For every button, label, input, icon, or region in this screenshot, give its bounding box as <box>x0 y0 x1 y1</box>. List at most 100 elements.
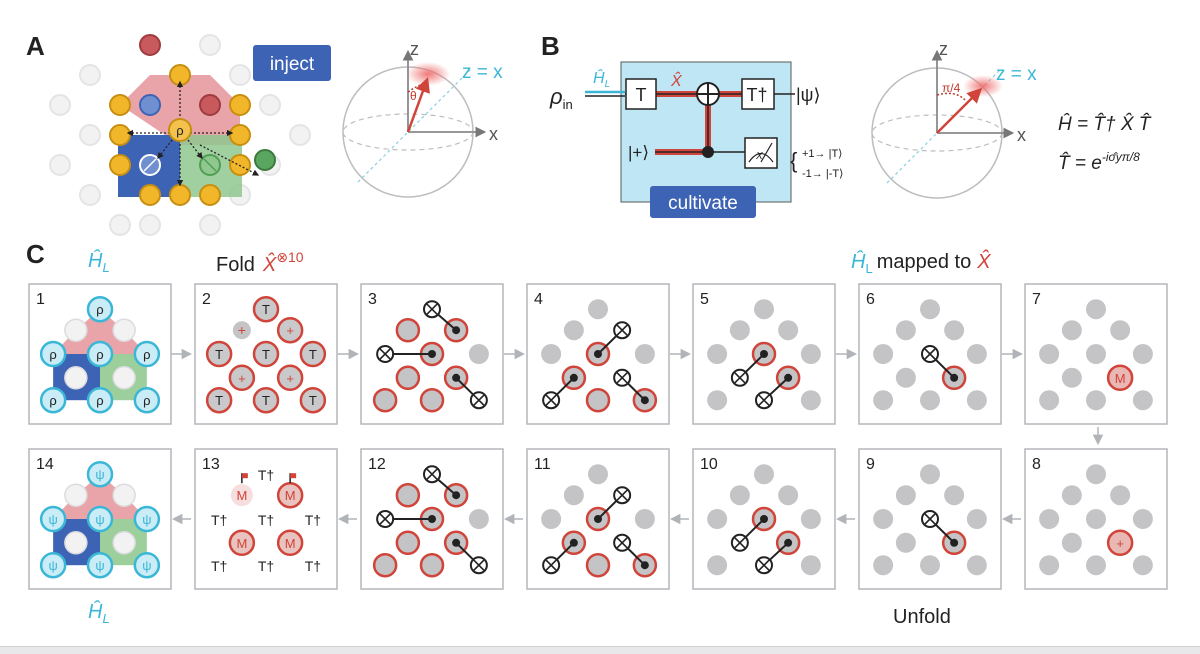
qubit-label: ψ <box>95 512 104 527</box>
cnot-control-dot <box>784 538 793 547</box>
qubit-label: T <box>215 347 223 362</box>
gray-qubit <box>873 509 894 529</box>
red-ancilla-qubit <box>139 34 161 56</box>
center-rho-label: ρ <box>176 123 183 138</box>
outcome-brace: { <box>790 148 797 173</box>
cyan-qubit <box>39 340 67 368</box>
tdag-gate-label: T† <box>746 85 767 105</box>
blue-ancilla-qubit <box>139 94 161 116</box>
gray-qubit <box>895 367 916 388</box>
gray-qubit <box>1110 320 1131 341</box>
equation-t: T̂ = e-iσ̂yπ/8 <box>1058 150 1140 174</box>
step-number: 13 <box>202 456 220 473</box>
meter-arc <box>748 152 774 163</box>
cnot-control-dot <box>594 515 602 523</box>
green-ancilla-qubit <box>254 149 276 171</box>
panel-b: B ρin ĤL T X̂ T† |ψ⟩ |+⟩ X <box>541 31 1152 218</box>
qubit-label: T <box>309 347 317 362</box>
qubit-label: ψ <box>142 558 151 573</box>
gray-qubit <box>754 464 774 485</box>
gray-qubit <box>895 532 916 553</box>
cnot-control <box>702 146 714 158</box>
center-rho-qubit <box>168 118 192 142</box>
ring-qubit <box>252 295 280 323</box>
qubit <box>199 184 221 206</box>
red-ring-qubit <box>585 387 611 413</box>
x-cross <box>426 468 438 480</box>
gray-qubit <box>1039 344 1060 364</box>
x-cross <box>758 559 770 571</box>
cnot-control-dot <box>760 515 768 523</box>
step-frame <box>194 448 338 590</box>
gray-qubit <box>541 509 562 529</box>
qubit-label: ψ <box>142 512 151 527</box>
diag-axis-label: z = x <box>996 64 1037 85</box>
panel-c-label: C <box>26 239 45 269</box>
qubit-label: ρ <box>143 393 150 408</box>
hole <box>112 318 136 342</box>
gray-qubit <box>1132 509 1153 529</box>
x-axis-label: x <box>1017 125 1026 145</box>
z-axis-label: z <box>939 39 948 59</box>
cyan-qubit <box>86 460 114 488</box>
step-box-11: 11 <box>526 448 670 590</box>
state-vector <box>936 87 983 134</box>
x-cross <box>545 559 557 571</box>
tdag-label: T† <box>211 558 227 574</box>
gray-qubit <box>1086 299 1106 320</box>
cyan-qubit <box>86 295 114 323</box>
step-number: 3 <box>368 291 377 308</box>
gray-qubit <box>920 299 940 320</box>
gray-qubit <box>778 485 799 506</box>
red-ring-qubit <box>395 365 421 391</box>
state-glow <box>406 62 450 86</box>
gray-qubit <box>588 464 608 485</box>
state-vector <box>406 77 430 133</box>
hole <box>64 318 88 342</box>
red-region-top <box>75 474 125 519</box>
gray-qubit <box>1061 485 1082 506</box>
x-axis-label: x <box>489 124 498 144</box>
panel-b-label: B <box>541 31 560 61</box>
x-hat-label: X̂ <box>670 70 683 90</box>
ring-qubit <box>299 340 327 368</box>
qubit-label: T <box>215 393 223 408</box>
qubit-label: M <box>285 536 296 551</box>
qubit-label: M <box>236 488 247 503</box>
faded-qubit <box>199 214 221 236</box>
gray-qubit <box>966 390 987 411</box>
cnot-control-dot <box>452 373 461 382</box>
gray-qubit <box>1132 555 1153 576</box>
faded-qubit <box>199 34 221 56</box>
qubit <box>109 154 131 176</box>
h-l-top: ĤL <box>88 249 110 275</box>
faded-qubit <box>229 64 251 86</box>
cyan-qubit <box>133 505 161 533</box>
ring-qubit <box>228 364 256 392</box>
gray-qubit <box>468 344 489 364</box>
gray-qubit <box>920 390 940 411</box>
diag-axis-label: z = x <box>462 62 503 83</box>
gray-qubit <box>707 390 728 411</box>
step-number: 2 <box>202 291 211 308</box>
ring-qubit <box>252 340 280 368</box>
step-number: 8 <box>1032 456 1041 473</box>
step-number: 12 <box>368 456 386 473</box>
gray-qubit <box>541 344 562 364</box>
gray-qubit <box>944 485 965 506</box>
qubit <box>109 94 131 116</box>
qubit-label: + <box>1116 536 1124 551</box>
faded-qubit <box>139 214 161 236</box>
meter-x-label: X <box>755 151 763 162</box>
h-l-input-label: ĤL <box>593 68 610 90</box>
gray-qubit <box>707 555 728 576</box>
red-ring-qubit <box>585 552 611 578</box>
ring-qubit <box>252 386 280 414</box>
gray-qubit <box>1086 509 1106 529</box>
qubit-label: M <box>1115 371 1126 386</box>
gray-qubit <box>966 555 987 576</box>
tdag-gate <box>741 78 775 110</box>
qubit-label: T <box>262 302 270 317</box>
step-number: 4 <box>534 291 543 308</box>
